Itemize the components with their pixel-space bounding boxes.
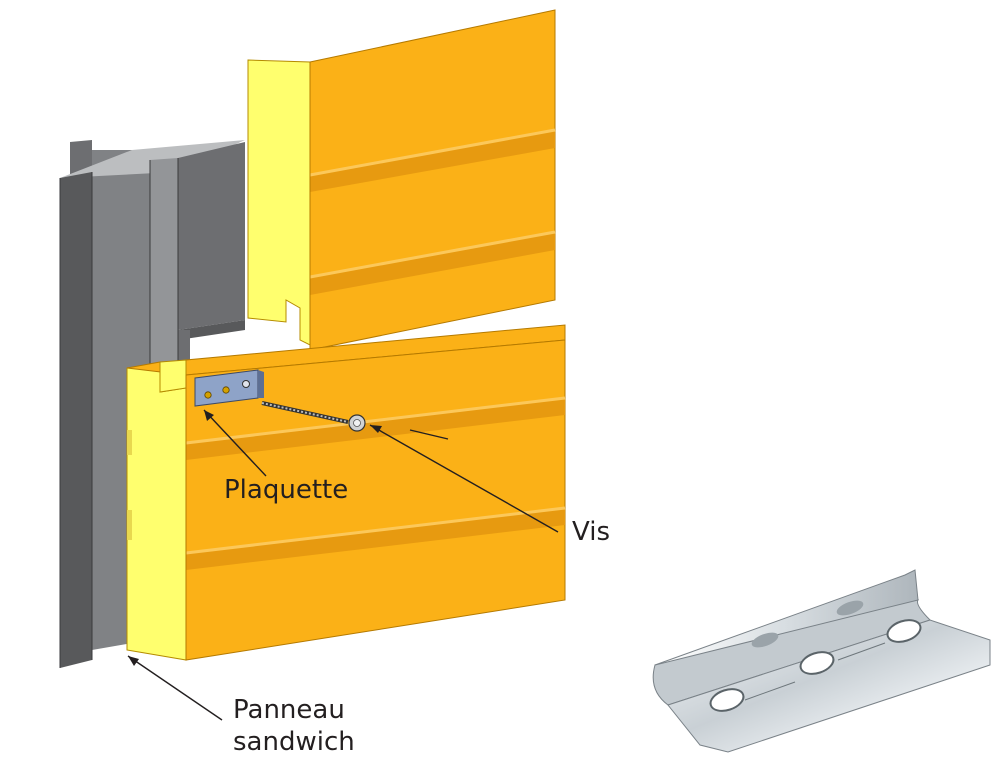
screw-icon: [261, 401, 366, 432]
label-panneau-line2: sandwich: [233, 727, 355, 757]
label-plaquette: Plaquette: [224, 475, 348, 505]
label-panneau-line1: Panneau: [233, 695, 345, 725]
upper-sandwich-panel: [247, 9, 556, 351]
leader-panneau: [127, 655, 223, 721]
leader-plaquette-arrow: [204, 410, 214, 421]
label-vis: Vis: [572, 517, 610, 547]
leader-vis-extension: [409, 429, 449, 440]
leader-vis: [369, 424, 559, 533]
leader-plaquette: [203, 409, 267, 477]
metal-plate-photo-icon: [652, 569, 991, 753]
leader-lines: [127, 409, 559, 721]
fixing-plate-icon: [194, 369, 264, 407]
leader-vis-arrow: [370, 425, 382, 433]
leader-panneau-arrow: [128, 656, 139, 666]
